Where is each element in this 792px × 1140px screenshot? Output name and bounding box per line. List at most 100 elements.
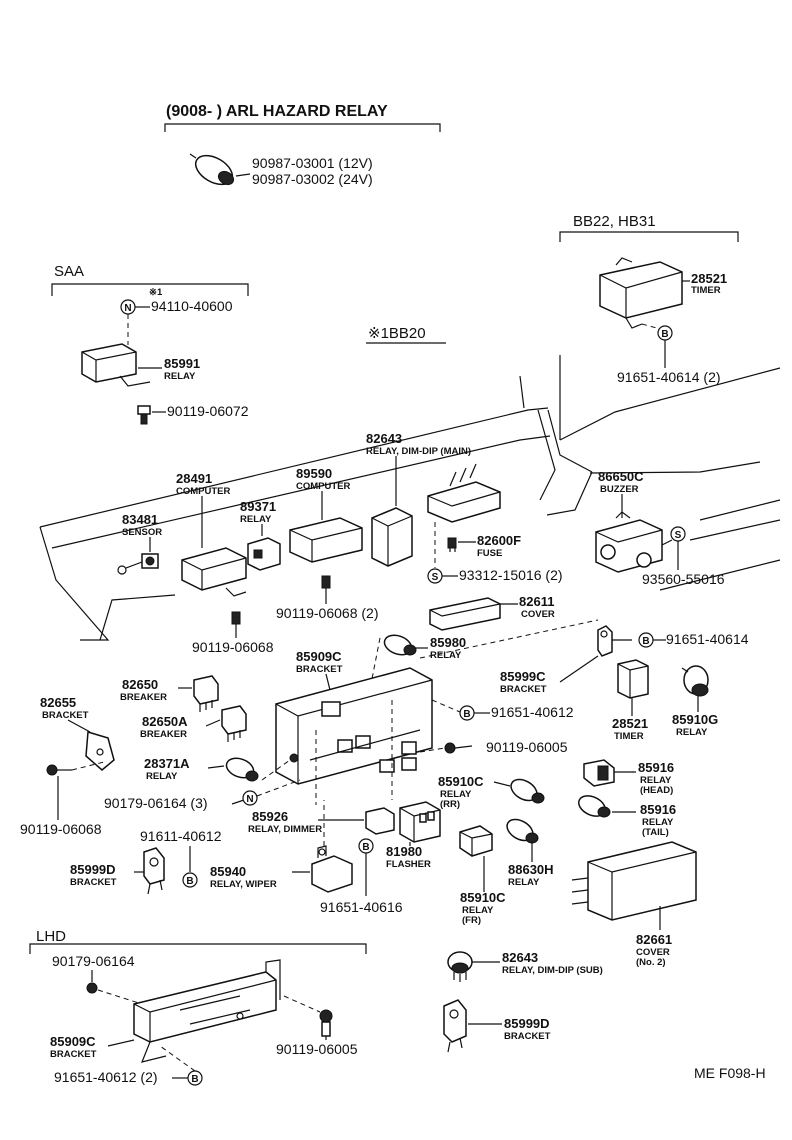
part-85999c: 85999C (500, 669, 546, 684)
part-85910c-rr-desc2: (RR) (440, 799, 460, 810)
part-85910c-fr-desc: RELAY (462, 905, 494, 916)
part-90179-06164: 90179-06164 (52, 953, 135, 969)
part-85940-desc: RELAY, WIPER (210, 879, 277, 890)
part-28491: 28491 (176, 471, 212, 486)
part-90119-06005-lhd: 90119-06005 (276, 1041, 358, 1057)
part-85999d-bottom: 85999D (504, 1016, 550, 1031)
lhd-header-group: LHD (29, 928, 367, 954)
part-90119-06068-a: 90119-06068 (192, 639, 274, 655)
timer-28521-top (599, 257, 683, 329)
screw-90119-06005-lhd (319, 1009, 333, 1037)
part-91611-40612: 91611-40612 (140, 828, 222, 844)
part-91651-40614: 91651-40614 (666, 631, 749, 647)
part-82611: 82611 (519, 594, 554, 609)
part-89590: 89590 (296, 466, 332, 481)
marker-n-saa: N (120, 299, 136, 315)
cover-82661 (571, 841, 697, 921)
part-85926-desc: RELAY, DIMMER (248, 824, 322, 835)
hazard-header: (9008- ) ARL HAZARD RELAY (166, 103, 388, 120)
relay-88630h (506, 818, 539, 844)
part-82600f-desc: FUSE (477, 548, 502, 559)
part-82643-main-desc: RELAY, DIM-DIP (MAIN) (366, 446, 471, 457)
part-90119-06005: 90119-06005 (486, 739, 568, 755)
marker-b-label-5: B (362, 842, 369, 853)
part-85916-tail-desc: RELAY (642, 817, 674, 828)
part-93312-15016: 93312-15016 (2) (459, 567, 563, 583)
part-90119-06072: 90119-06072 (167, 403, 249, 419)
screw-90119-06068-b (46, 764, 72, 776)
part-82655-desc: BRACKET (42, 710, 89, 721)
marker-b-40616: B (358, 838, 374, 854)
cover-82611 (429, 597, 501, 631)
screw-90119-06068-a (231, 611, 241, 638)
relay-82643-main (371, 507, 413, 567)
part-86650c-desc: BUZZER (600, 484, 639, 495)
part-91651-40612: 91651-40612 (491, 704, 574, 720)
relay-85991 (81, 343, 151, 387)
part-28521-top: 28521 (691, 271, 727, 286)
relay-85980 (383, 634, 417, 656)
bb20-note: ※1BB20 (368, 325, 426, 342)
bracket-85999d-bottom (443, 999, 467, 1053)
part-85991: 85991 (164, 356, 200, 371)
marker-s-label: S (432, 572, 439, 583)
part-93560-55016: 93560-55016 (642, 571, 725, 587)
hazard-header-group: (9008- ) ARL HAZARD RELAY (164, 103, 441, 132)
screw-90119-06072 (137, 405, 151, 425)
relay-28371a (225, 757, 259, 782)
lhd-bracket-85909c (133, 959, 281, 1063)
part-82650a-desc: BREAKER (140, 729, 187, 740)
part-85909c-lhd-desc: BRACKET (50, 1049, 97, 1060)
part-82655: 82655 (40, 695, 76, 710)
bracket-85999c (597, 625, 613, 657)
part-82643-sub-desc: RELAY, DIM-DIP (SUB) (502, 965, 603, 976)
part-91651-40614-2: 91651-40614 (2) (617, 369, 721, 385)
sensor-83481 (117, 553, 159, 575)
screw-90119-06005 (444, 742, 473, 754)
marker-b-40614: B (638, 632, 654, 648)
part-85910c-fr: 85910C (460, 890, 506, 905)
bb-header: BB22, HB31 (573, 213, 656, 230)
part-85916-head-desc: RELAY (640, 775, 672, 786)
saa-header: SAA (54, 263, 84, 280)
part-90987-03001: 90987-03001 (12V) (252, 155, 373, 171)
marker-b-lhd: B (187, 1070, 203, 1086)
part-89590-desc: COMPUTER (296, 481, 351, 492)
part-90179-06164-3: 90179-06164 (3) (104, 795, 208, 811)
part-85999c-desc: BRACKET (500, 684, 547, 695)
relay-89371 (247, 537, 281, 571)
part-85909c: 85909C (296, 649, 342, 664)
part-89371: 89371 (240, 499, 276, 514)
part-28371a: 28371A (144, 756, 190, 771)
relay-85940 (311, 845, 353, 893)
part-85909c-lhd: 85909C (50, 1034, 96, 1049)
flasher-81980 (399, 801, 441, 843)
part-91651-40612-2: 91651-40612 (2) (54, 1069, 158, 1085)
figure-code: ME F098-H (694, 1065, 766, 1081)
lhd-header: LHD (36, 928, 66, 945)
part-28521-mid-desc: TIMER (614, 731, 644, 742)
fuse-82600f (447, 537, 457, 552)
part-85910g-desc: RELAY (676, 727, 708, 738)
marker-n-label-2: N (246, 794, 253, 805)
part-86650c: 86650C (598, 469, 644, 484)
part-85999d-bottom-desc: BRACKET (504, 1031, 551, 1042)
part-82661-desc: COVER (636, 947, 670, 958)
marker-b-label-4: B (186, 876, 193, 887)
part-28521-mid: 28521 (612, 716, 648, 731)
part-85999d-desc: BRACKET (70, 877, 117, 888)
part-88630h-desc: RELAY (508, 877, 540, 888)
part-82611-desc: COVER (521, 609, 555, 620)
part-85980: 85980 (430, 635, 466, 650)
part-89371-desc: RELAY (240, 514, 272, 525)
part-83481: 83481 (122, 512, 158, 527)
part-85910c-rr: 85910C (438, 774, 484, 789)
part-88630h: 88630H (508, 862, 554, 877)
part-85909c-desc: BRACKET (296, 664, 343, 675)
star-note: ※1 (149, 287, 163, 298)
marker-s-label-2: S (675, 530, 682, 541)
part-85916-head-desc2: (HEAD) (640, 785, 673, 796)
marker-b-label-2: B (642, 636, 649, 647)
relay-82643-sub (447, 951, 473, 982)
